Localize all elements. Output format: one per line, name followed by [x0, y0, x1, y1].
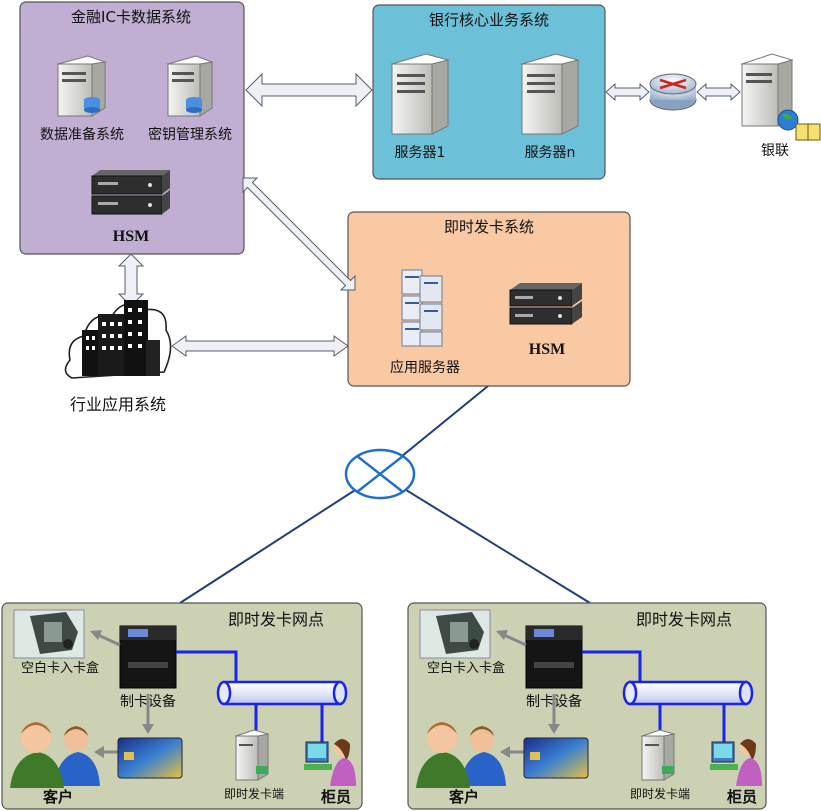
app-server-label: 应用服务器 [390, 359, 460, 376]
arrow-router-to-unionpay [696, 82, 741, 102]
branch-left: 即时发卡网点 空白卡入卡盒 制卡设备 [1, 602, 363, 810]
link-hub-to-right-branch [379, 473, 591, 604]
key-mgmt-label: 密钥管理系统 [148, 126, 232, 143]
left-teller-label: 柜员 [320, 788, 351, 806]
industry-buildings-icon [64, 300, 172, 379]
servern-label: 服务器n [525, 145, 576, 161]
network-hub-icon [344, 448, 416, 500]
unionpay-server-icon [740, 53, 821, 141]
instant-hsm-icon [509, 283, 582, 325]
arrow-industry-to-instant [171, 335, 349, 357]
right-terminal-icon [640, 729, 676, 781]
right-card-box-icon [419, 609, 491, 659]
router-icon [649, 73, 697, 111]
bank-core-system: 银行核心业务系统 服务器1 服务器n [372, 4, 606, 180]
left-terminal-label: 即时发卡端 [224, 786, 284, 801]
ic-system-title: 金融IC卡数据系统 [71, 8, 191, 26]
right-arrow-device-down [548, 694, 560, 734]
link-hub-to-left-branch [179, 473, 381, 604]
branch-right: 即时发卡网点 空白卡入卡盒 制卡设备 [407, 602, 767, 810]
right-terminal-label: 即时发卡端 [630, 786, 690, 801]
arrow-ic-to-core [245, 72, 373, 108]
left-arrow-device-down [142, 694, 154, 734]
left-teller-icon [304, 739, 356, 786]
right-arrow-device-to-box [496, 630, 527, 647]
bank-core-title: 银行核心业务系统 [429, 11, 549, 29]
right-lan-bus-icon [582, 650, 754, 744]
right-card-box-label: 空白卡入卡盒 [427, 660, 505, 676]
data-prep-label: 数据准备系统 [40, 126, 124, 143]
core-server-1-icon [390, 53, 450, 135]
right-card-printer-icon [525, 625, 583, 689]
industry-label: 行业应用系统 [70, 395, 166, 414]
unionpay-label: 银联 [761, 143, 789, 159]
instant-hsm-label: HSM [529, 341, 565, 358]
left-card-box-icon [13, 609, 85, 659]
right-customer-label: 客户 [448, 788, 479, 806]
arrow-ic-to-industry [117, 253, 145, 307]
left-ic-card-icon [117, 737, 183, 779]
right-arrow-card-to-customer [500, 746, 524, 758]
right-teller-icon [710, 739, 762, 786]
left-arrow-device-to-box [90, 630, 121, 647]
arrow-ic-to-instant [242, 177, 356, 291]
key-mgmt-server-icon [166, 55, 214, 117]
branch-left-title: 即时发卡网点 [228, 610, 324, 629]
right-ic-card-icon [523, 737, 589, 779]
right-teller-label: 柜员 [726, 788, 757, 806]
data-prep-server-icon [56, 55, 107, 117]
ic-hsm-label: HSM [113, 228, 149, 245]
ic-card-data-system: 金融IC卡数据系统 数据准备系统 密钥管理系统 [19, 1, 245, 255]
core-server-n-icon [520, 53, 580, 135]
left-lan-bus-icon [176, 650, 348, 744]
left-terminal-icon [234, 729, 270, 781]
app-server-icon [401, 269, 443, 347]
hsm-device-icon [91, 170, 170, 215]
left-customer-label: 客户 [42, 788, 73, 806]
server1-label: 服务器1 [395, 145, 446, 161]
left-customer-icon [10, 722, 100, 788]
right-customer-icon [416, 722, 506, 788]
left-arrow-card-to-customer [94, 746, 118, 758]
branch-right-title: 即时发卡网点 [636, 610, 732, 629]
instant-issuance-system: 即时发卡系统 应用服务器 HSM [347, 211, 631, 387]
left-card-printer-icon [119, 625, 177, 689]
arrow-core-to-router [605, 82, 650, 102]
instant-title: 即时发卡系统 [444, 218, 534, 236]
left-card-box-label: 空白卡入卡盒 [21, 660, 99, 676]
